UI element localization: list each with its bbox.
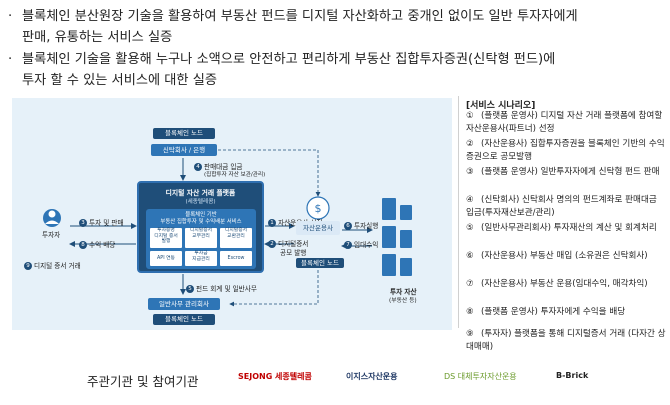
platform-sub: (세종텔레콤) [185, 199, 216, 205]
investor-label: 투자자 [42, 231, 61, 239]
scenario-item: ④(신탁회사) 신탁회사 명의의 펀드계좌로 판매대금 입금(투자재산보관/관리… [466, 194, 666, 219]
admin-company-box: 일반사무 관리회사 [148, 298, 220, 310]
scenario-item: ③ (플랫폼 운영사) 일반투자자에게 신탁형 펀드 판매 [466, 166, 666, 179]
logo-bbrick: B-Brick [556, 371, 589, 380]
scenario-item: ⑦ (자산운용사) 부동산 운용(임대수익, 매각차익) [466, 278, 666, 291]
step-2b-label: 공모 발행 [280, 249, 307, 257]
scenario-number: ③ [466, 167, 474, 177]
bullet-2: ·블록체인 기술을 활용해 누구나 소액으로 안전하고 편리하게 부동산 집합투… [8, 52, 556, 88]
cell-delivery: 디지털증서 교부관리 [185, 228, 217, 248]
scenario-number: ⑥ [466, 251, 474, 261]
scenario-number: ① [466, 111, 474, 121]
real-estate-label: 투자 자산 [390, 288, 417, 296]
scenario-text: (플랫폼 운영사) 디지털 자산 거래 플랫폼에 참여할 자산운용사(파트너) … [466, 111, 663, 134]
scenario-text: (플랫폼 운영사) 투자자에게 수익을 배당 [481, 307, 626, 317]
cell-api: API 연동 [150, 251, 182, 266]
inner-title: 블록체인 기반 부동산 집합투자 및 수익배분 서비스 [160, 212, 242, 225]
blockchain-node-top: 블록체인 노드 [153, 128, 215, 139]
scenario-number: ⑧ [466, 307, 474, 317]
scenario-text: (일반사무관리회사) 투자재산의 계산 및 회계처리 [481, 223, 657, 233]
scenario-number: ⑤ [466, 223, 474, 233]
platform-inner: 블록체인 기반 부동산 집합투자 및 수익배분 서비스 투자증명 디지털 증서 … [146, 209, 256, 269]
trust-bank-box: 신탁회사 / 은행 [151, 144, 217, 156]
footer-label: 주관기관 및 참여기관 [87, 374, 199, 389]
svg-text:$: $ [315, 202, 322, 215]
cell-exchange: 디지털증서 교환관리 [220, 228, 252, 248]
scenario-item: ②(자산운용사) 집합투자증권을 블록체인 기반의 수익증권으로 공모발행 [466, 138, 666, 163]
cell-escrow: Escrow [220, 251, 252, 266]
logo-sejong: SEJONG 세종텔레콤 [238, 372, 312, 381]
asset-manager-box: 자산운용사 [296, 221, 340, 235]
bullet-1: ·블록체인 분산원장 기술을 활용하여 부동산 펀드를 디지털 자산화하고 중개… [8, 9, 578, 45]
asset-node: 블록체인 노드 [296, 258, 344, 268]
blockchain-node-bottom: 블록체인 노드 [153, 314, 215, 325]
scenario-item: ⑨(투자자) 플랫폼을 통해 디지털증서 거래 (다자간 상대매매) [466, 328, 666, 353]
scenario-text: (자산운용사) 집합투자증권을 블록체인 기반의 수익증권으로 공모발행 [466, 139, 665, 162]
scenario-item: ①(플랫폼 운영사) 디지털 자산 거래 플랫폼에 참여할 자산운용사(파트너)… [466, 110, 666, 135]
scenario-item: ⑧ (플랫폼 운영사) 투자자에게 수익을 배당 [466, 306, 666, 319]
step-4-sub: (집합투자 자산 보관/관리) [204, 172, 266, 178]
scenario-text: (자산운용사) 부동산 매입 (소유권은 신탁회사) [481, 251, 648, 261]
logo-igis: 이지스자산운용 [346, 372, 398, 381]
scenario-text: (플랫폼 운영사) 일반투자자에게 신탁형 펀드 판매 [481, 167, 660, 177]
platform-title: 디지털 자산 거래 플랫폼 [165, 189, 236, 197]
scenario-number: ⑨ [466, 329, 474, 339]
scenario-number: ⑦ [466, 279, 474, 289]
scenario-number: ④ [466, 195, 474, 205]
scenario-title: [서비스 시나리오] [466, 101, 536, 111]
scenario-number: ② [466, 139, 474, 149]
scenario-text: (신탁회사) 신탁회사 명의의 펀드계좌로 판매대금 입금(투자재산보관/관리) [466, 195, 657, 218]
scenario-text: (투자자) 플랫폼을 통해 디지털증서 거래 (다자간 상대매매) [466, 329, 666, 352]
real-estate-sub: (부동산 등) [389, 298, 417, 304]
divider [458, 96, 459, 328]
scenario-item: ⑤ (일반사무관리회사) 투자재산의 계산 및 회계처리 [466, 222, 666, 235]
cell-payout: 투자금 지급관리 [185, 251, 217, 266]
platform-box: 디지털 자산 거래 플랫폼 (세종텔레콤) 블록체인 기반 부동산 집합투자 및… [137, 181, 264, 273]
cell-issue: 투자증명 디지털 증서 발행 [150, 228, 182, 248]
logo-ds: DS 대체투자자산운용 [444, 372, 517, 381]
scenario-text: (자산운용사) 부동산 운용(임대수익, 매각차익) [481, 279, 648, 289]
scenario-item: ⑥ (자산운용사) 부동산 매입 (소유권은 신탁회사) [466, 250, 666, 263]
